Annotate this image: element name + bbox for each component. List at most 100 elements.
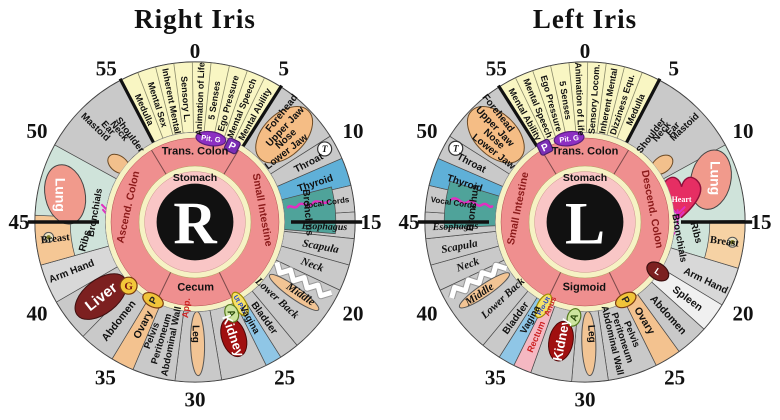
- sector-boundary-line: [497, 84, 540, 149]
- ring-divider: [151, 149, 167, 175]
- clock-number-0: 0: [580, 39, 591, 63]
- clock-number-20: 20: [342, 301, 363, 325]
- label-esophagus: Esophagus: [432, 221, 479, 233]
- label-breast: Breast: [709, 235, 740, 250]
- pituitary-badge: Pit. G: [195, 130, 227, 147]
- pancreas-badge: [142, 291, 164, 309]
- tonsil-badge: [317, 141, 333, 157]
- mental-wedge-divider: [616, 72, 643, 139]
- mental-wedge-divider: [213, 65, 230, 135]
- face-profile: [466, 106, 525, 164]
- pituitary-badge-label: Pit. G: [201, 133, 222, 145]
- bronchus-icon: [450, 197, 494, 209]
- mental-wedge-divider: [606, 66, 625, 136]
- pancreas-badge: P: [614, 291, 637, 309]
- label-stomach: Stomach: [563, 172, 607, 184]
- mental-wedge-divider: [233, 77, 265, 142]
- zone-breast: [704, 219, 746, 269]
- sector-boundary-line: [624, 78, 662, 145]
- pineal-badge-label: P: [227, 140, 238, 153]
- clock-number-30: 30: [185, 388, 206, 412]
- adrenal-badge: A: [566, 308, 582, 327]
- pupil: [156, 183, 234, 261]
- mental-wedge-divider: [596, 63, 607, 134]
- label-animation-of-life: Animation of Life: [194, 62, 207, 136]
- clock-number-15: 15: [361, 210, 382, 234]
- tonsil-badge: [448, 140, 464, 156]
- label-sigmoid: Sigmoid: [563, 281, 607, 293]
- label-lung: Lung: [52, 178, 68, 212]
- pineal-badge-label: P: [540, 142, 551, 155]
- pineal-badge: [536, 138, 554, 156]
- liver-badge: [646, 261, 670, 282]
- tonsil-badge-label: T: [322, 144, 328, 154]
- clock-number-55: 55: [486, 56, 507, 80]
- pupil-letter: R: [173, 191, 217, 257]
- clock-number-25: 25: [274, 365, 295, 389]
- label-app: App.: [180, 297, 192, 318]
- clock-number-15: 15: [751, 210, 772, 234]
- pituitary-badge-label: Pit. G: [559, 133, 580, 145]
- pineal-badge: P: [536, 138, 554, 156]
- pancreas-badge-label: P: [147, 295, 160, 306]
- ring-divider: [547, 272, 562, 298]
- clock-number-5: 5: [669, 56, 680, 80]
- adrenal-badge: [566, 308, 582, 327]
- spine-shape: [273, 261, 333, 300]
- pineal-badge: P: [223, 137, 241, 155]
- arm-shape: [458, 272, 510, 309]
- sector-boundary-line: [118, 78, 156, 145]
- pineal-badge: [223, 137, 241, 155]
- pituitary-badge: [195, 130, 227, 147]
- kidney-shape: [548, 320, 574, 362]
- face-profile: [255, 106, 314, 164]
- mental-wedge-divider: [550, 65, 567, 135]
- mental-wedge-divider: [515, 77, 547, 142]
- bronchus-icon: [286, 199, 330, 209]
- tonsil-badge: T: [448, 140, 464, 156]
- clock-number-35: 35: [95, 365, 116, 389]
- clock-number-40: 40: [417, 301, 438, 325]
- clock-number-35: 35: [485, 365, 506, 389]
- tonsil-badge-label: T: [453, 143, 459, 153]
- mental-wedge-divider: [155, 66, 174, 136]
- ring-divider: [157, 272, 172, 298]
- label-trans-colon: Trans. Colon: [552, 146, 619, 158]
- sector-boundary-line: [240, 84, 283, 149]
- gallbladder-badge: [119, 276, 138, 295]
- label-leg: Leg: [190, 325, 201, 343]
- pancreas-badge: P: [142, 291, 164, 309]
- gallbladder-badge-label: G: [124, 280, 133, 292]
- clock-number-45: 45: [399, 210, 420, 234]
- breast-nipple: [43, 231, 55, 243]
- arm-shape: [268, 273, 320, 311]
- clock-number-10: 10: [732, 119, 753, 143]
- clock-number-45: 45: [9, 210, 30, 234]
- pupil: [546, 183, 624, 261]
- label-trans-colon: Trans. Colon: [162, 146, 229, 158]
- kidney-shape: [548, 320, 574, 362]
- adrenal-badge: A: [224, 304, 240, 323]
- mental-wedge-divider: [586, 62, 589, 133]
- liver-badge: L: [646, 261, 670, 282]
- left-iris-title: Left Iris: [532, 4, 638, 34]
- adrenal-badge-label: A: [224, 308, 237, 319]
- pupil-letter: L: [565, 191, 605, 257]
- right-iris-title: Right Iris: [134, 4, 256, 34]
- face-profile: [255, 106, 314, 164]
- ring-divider: [613, 149, 629, 175]
- clock-number-0: 0: [190, 39, 201, 63]
- ring-divider: [218, 272, 233, 298]
- label-sensory-l: Sensory L.: [179, 76, 192, 123]
- mental-wedge-divider: [203, 62, 212, 133]
- ring-divider: [608, 272, 623, 298]
- mental-wedge-divider: [532, 70, 557, 138]
- adrenal-badge: [224, 304, 240, 323]
- clock-number-50: 50: [27, 119, 48, 143]
- label-breast: Breast: [40, 232, 71, 246]
- mental-wedge-divider: [223, 70, 248, 138]
- clock-number-20: 20: [732, 301, 753, 325]
